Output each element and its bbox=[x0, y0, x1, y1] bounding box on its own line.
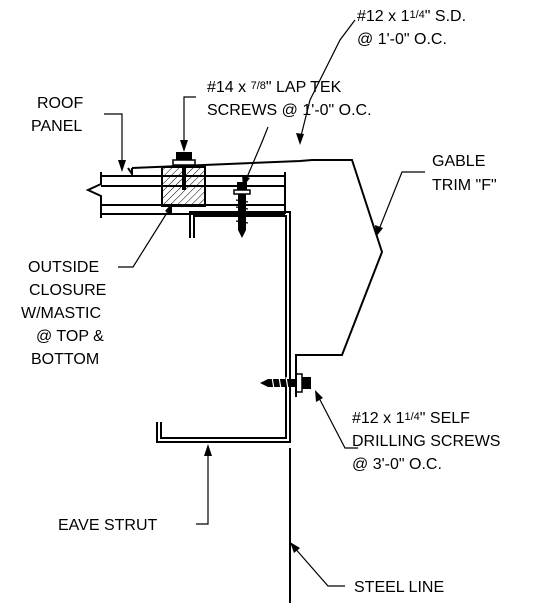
eave-strut bbox=[156, 211, 291, 443]
roof-panel-label-1: ROOF bbox=[37, 95, 83, 112]
steel-line-label: STEEL LINE bbox=[354, 579, 444, 596]
gable-trim-label-2: TRIM "F" bbox=[432, 177, 497, 194]
self-drilling-screw bbox=[260, 373, 311, 393]
labels: #12 x 11/4" S.D. @ 1'-0" O.C. #14 x 7/8"… bbox=[21, 8, 500, 596]
leaders bbox=[104, 19, 425, 587]
lap-tek-screw bbox=[233, 182, 251, 238]
self-drill-label-3: @ 3'-0" O.C. bbox=[352, 456, 442, 473]
eave-strut-label: EAVE STRUT bbox=[58, 517, 158, 534]
sd-screw-label-2: @ 1'-0" O.C. bbox=[357, 31, 447, 48]
self-drill-label-1: #12 x 11/4" SELF bbox=[352, 410, 470, 427]
closure-label-4: @ TOP & bbox=[36, 328, 104, 345]
lap-tek-label-1: #14 x 7/8" LAP TEK bbox=[207, 79, 342, 96]
closure-label-1: OUTSIDE bbox=[28, 259, 99, 276]
gable-trim-f bbox=[127, 159, 384, 397]
self-drill-label-2: DRILLING SCREWS bbox=[352, 433, 500, 450]
closure-label-5: BOTTOM bbox=[31, 351, 99, 368]
gable-trim-label-1: GABLE bbox=[432, 153, 485, 170]
closure-label-3: W/MASTIC bbox=[21, 305, 101, 322]
closure-label-2: CLOSURE bbox=[29, 282, 106, 299]
roof-panel-label-2: PANEL bbox=[31, 118, 82, 135]
lap-tek-label-2: SCREWS @ 1'-0" O.C. bbox=[207, 102, 372, 119]
sd-screw-label-1: #12 x 11/4" S.D. bbox=[357, 8, 466, 25]
lap-tek-screw-top bbox=[172, 152, 196, 190]
